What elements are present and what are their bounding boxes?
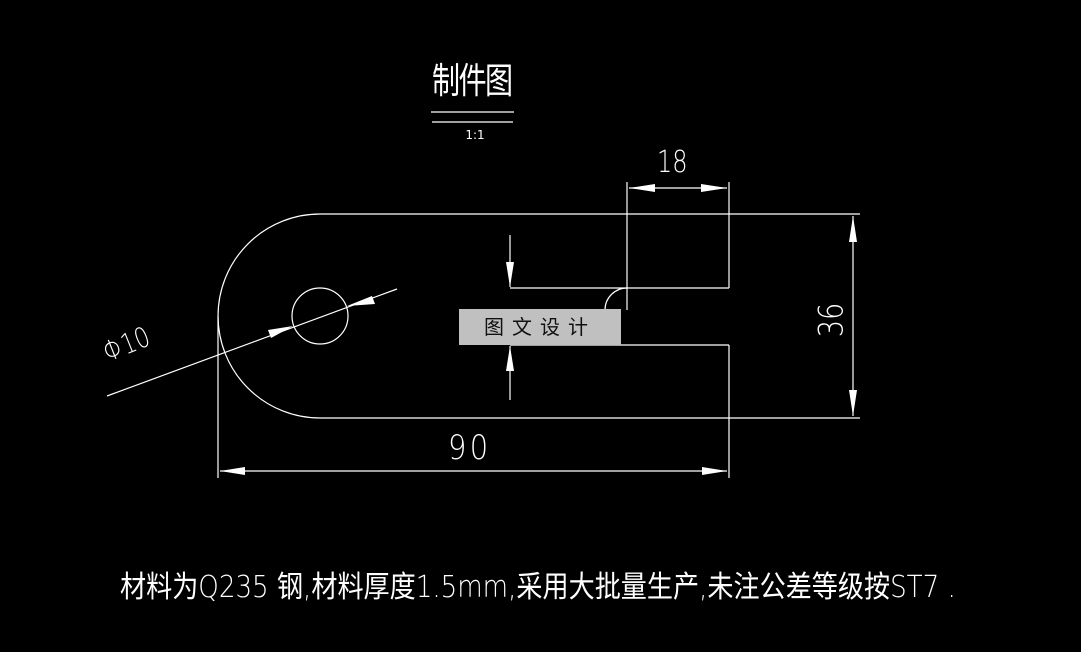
drawing-scale: 1:1 — [465, 128, 485, 142]
drawing-title: 制件图 — [432, 61, 513, 102]
dim-90-label: 90 — [448, 428, 492, 468]
dim-phi-leader — [106, 288, 398, 397]
watermark-label: 图文设计 — [459, 309, 621, 345]
hole-circle — [291, 287, 349, 345]
dim-18-label: 18 — [657, 145, 688, 180]
technical-note: 材料为Q235 钢,材料厚度1.5mm,采用大批量生产,未注公差等级按ST7 . — [120, 570, 956, 605]
dim-36-label: 36 — [811, 302, 852, 338]
